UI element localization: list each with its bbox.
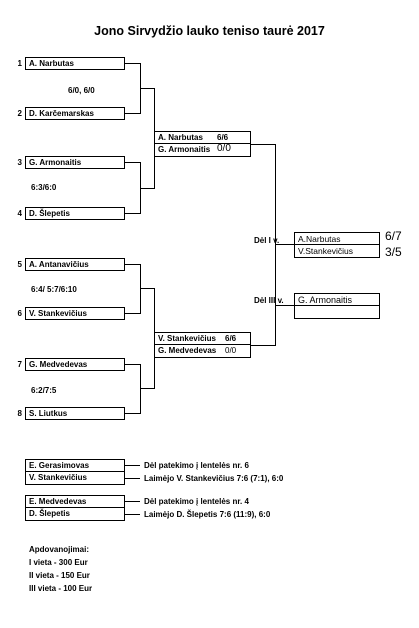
seed-label: 6 <box>17 309 22 318</box>
bracket-line <box>140 364 141 414</box>
third-place-box: G. Armonaitis <box>294 293 380 319</box>
match-score: 6/0, 6/0 <box>68 86 95 95</box>
bracket-line <box>250 144 275 145</box>
qualifier-info: Dėl patekimo į lentelės nr. 4 <box>144 497 249 506</box>
qualifier-box: E. Medvedevas D. Šlepetis <box>25 495 125 521</box>
player-name: G. Medvedevas <box>29 360 88 369</box>
player-name: A. Narbutas <box>29 59 74 68</box>
bracket-line <box>140 188 154 189</box>
qualifier-result: Laimėjo V. Stankevičius 7:6 (7:1), 6:0 <box>144 474 284 483</box>
bracket-line <box>124 264 140 265</box>
qualifier-info: Dėl patekimo į lentelės nr. 6 <box>144 461 249 470</box>
player-name: D. Karčemarskas <box>29 109 94 118</box>
bracket-line <box>124 478 140 479</box>
set-score: 6/6 <box>217 133 229 142</box>
match-score: 6:3/6:0 <box>31 183 57 192</box>
bracket-line <box>124 364 140 365</box>
player-name: V.Stankevičius <box>298 246 353 256</box>
bracket-line <box>275 144 276 346</box>
seed-label: 1 <box>17 59 22 68</box>
qualifier-box: E. Gerasimovas V. Stankevičius <box>25 459 125 485</box>
seed-label: 8 <box>17 409 22 418</box>
page-title: Jono Sirvydžio lauko teniso taurė 2017 <box>94 24 325 38</box>
awards-section: Apdovanojimai: I vieta - 300 Eur II viet… <box>29 543 92 595</box>
final-label: Dėl I v. <box>254 236 280 245</box>
bracket-line <box>275 305 294 306</box>
awards-heading: Apdovanojimai: <box>29 545 90 554</box>
bracket-line <box>140 388 154 389</box>
bracket-line <box>140 288 154 289</box>
player-box: G. Medvedevas <box>25 358 125 371</box>
bracket-line <box>140 88 154 89</box>
seed-label: 4 <box>17 209 22 218</box>
seed-label: 7 <box>17 360 22 369</box>
player-box: A. Antanavičius <box>25 258 125 271</box>
set-score: 0/0 <box>217 144 231 154</box>
bracket-line <box>124 465 140 466</box>
seed-label: 2 <box>17 109 22 118</box>
player-box: D. Karčemarskas <box>25 107 125 120</box>
player-box: S. Liutkus <box>25 407 125 420</box>
player-name: D. Šlepetis <box>29 209 70 218</box>
seed-label: 5 <box>17 260 22 269</box>
bracket-line <box>124 501 140 502</box>
match-score: 6:4/ 5:7/6:10 <box>31 285 77 294</box>
bracket-line <box>124 162 140 163</box>
final-score: 6/7 <box>385 229 402 243</box>
bracket-line <box>124 514 140 515</box>
bracket-line <box>250 345 275 346</box>
bracket-line <box>124 113 140 114</box>
bracket-line <box>124 413 140 414</box>
bracket-line <box>275 244 294 245</box>
player-name: V. Stankevičius <box>29 473 87 482</box>
player-name: G. Armonaitis <box>295 294 379 306</box>
player-name: D. Šlepetis <box>29 509 70 518</box>
player-name: A.Narbutas <box>295 233 379 245</box>
bracket-line <box>124 313 140 314</box>
award-item: II vieta - 150 Eur <box>29 571 90 580</box>
set-score: 0/0 <box>225 346 237 355</box>
player-name: V. Stankevičius <box>29 309 87 318</box>
award-item: I vieta - 300 Eur <box>29 558 88 567</box>
player-box: D. Šlepetis <box>25 207 125 220</box>
bracket-line <box>140 264 141 314</box>
seed-label: 3 <box>17 158 22 167</box>
player-box: V. Stankevičius <box>25 307 125 320</box>
match-score: 6:2/7:5 <box>31 386 57 395</box>
player-name: G. Armonaitis <box>29 158 82 167</box>
bracket-line <box>124 63 140 64</box>
player-name: A. Antanavičius <box>29 260 89 269</box>
award-item: III vieta - 100 Eur <box>29 584 93 593</box>
player-box: G. Armonaitis <box>25 156 125 169</box>
qualifier-result: Laimėjo D. Šlepetis 7:6 (11:9), 6:0 <box>144 510 271 519</box>
bracket-line <box>124 213 140 214</box>
player-box: A. Narbutas <box>25 57 125 70</box>
player-name: S. Liutkus <box>29 409 68 418</box>
player-name: E. Gerasimovas <box>26 460 124 472</box>
final-score: 3/5 <box>385 245 402 259</box>
player-name: E. Medvedevas <box>26 496 124 508</box>
final-box: A.Narbutas V.Stankevičius <box>294 232 380 258</box>
set-score: 6/6 <box>225 334 237 343</box>
third-place-label: Dėl III v. <box>254 296 284 305</box>
